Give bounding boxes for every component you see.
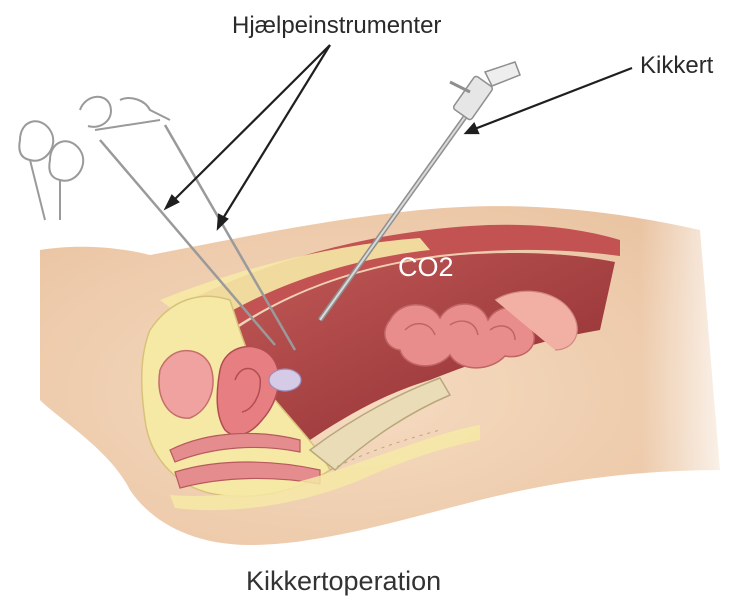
co2-label: CO2 — [398, 252, 454, 283]
scope-label: Kikkert — [640, 52, 713, 80]
diagram-caption: Kikkertoperation — [246, 566, 441, 597]
instruments-label: Hjælpeinstrumenter — [232, 12, 441, 40]
instrument-pointer-arrows — [166, 45, 330, 228]
